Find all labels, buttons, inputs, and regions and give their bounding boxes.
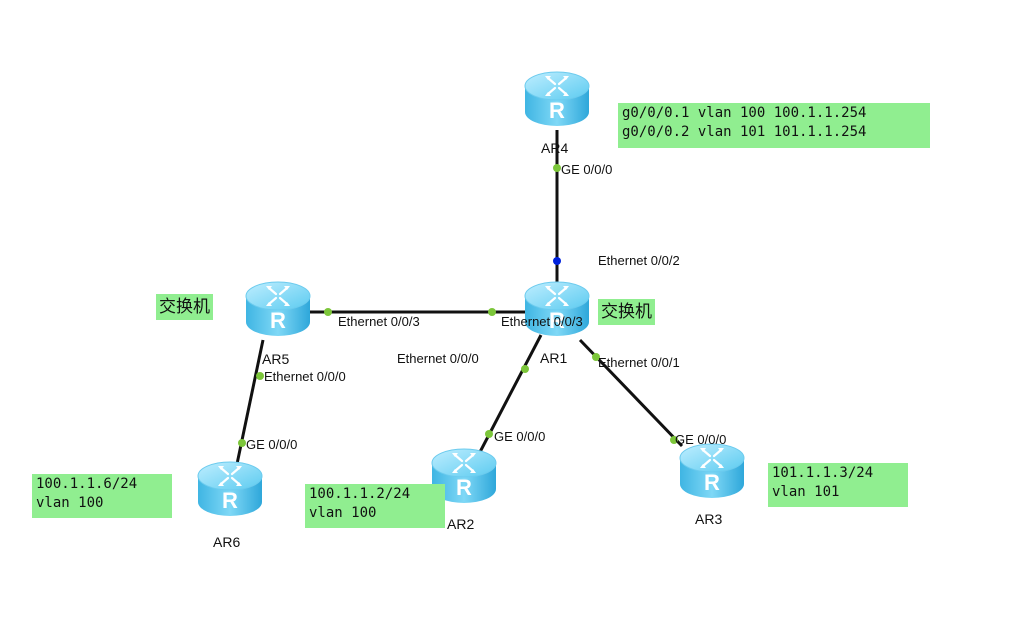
- port-dot-ar1-e0[interactable]: [521, 365, 529, 373]
- port-label-ar5-e3: Ethernet 0/0/3: [338, 314, 420, 329]
- device-label-ar4: AR4: [541, 140, 569, 156]
- port-label-ar6-ge: GE 0/0/0: [246, 437, 298, 452]
- port-dot-ar4-ge[interactable]: [553, 164, 561, 172]
- note-ar3-address: 101.1.1.3/24 vlan 101: [768, 463, 908, 507]
- port-dot-ar1-e2[interactable]: [553, 257, 561, 265]
- port-label-ar3-ge: GE 0/0/0: [675, 432, 727, 447]
- port-dot-ar1-e1[interactable]: [592, 353, 600, 361]
- port-dot-ar1-e3[interactable]: [488, 308, 496, 316]
- port-dot-ar5-e3[interactable]: [324, 308, 332, 316]
- tag-ar1-switch: 交换机: [598, 299, 655, 325]
- note-line: vlan 100: [309, 505, 377, 521]
- port-label-ar1-e3: Ethernet 0/0/3: [501, 314, 583, 329]
- router-icon-ar3[interactable]: [677, 440, 747, 502]
- router-icon-ar6[interactable]: [195, 458, 265, 520]
- device-label-ar1: AR1: [540, 350, 568, 366]
- device-label-ar6: AR6: [213, 534, 241, 550]
- note-line: 101.1.1.3/24: [772, 465, 874, 481]
- note-line: vlan 100: [36, 495, 104, 511]
- port-label-ar1-e1: Ethernet 0/0/1: [598, 355, 680, 370]
- note-line: vlan 101: [772, 484, 840, 500]
- router-icon-ar5[interactable]: [243, 278, 313, 340]
- note-line: 100.1.1.6/24: [36, 476, 138, 492]
- port-label-ar1-e0: Ethernet 0/0/0: [397, 351, 479, 366]
- note-line: g0/0/0.1 vlan 100 100.1.1.254: [622, 105, 867, 121]
- port-label-ar5-e0: Ethernet 0/0/0: [264, 369, 346, 384]
- port-dot-ar5-e0[interactable]: [256, 372, 264, 380]
- note-ar6-address: 100.1.1.6/24 vlan 100: [32, 474, 172, 518]
- device-label-ar3: AR3: [695, 511, 723, 527]
- port-dot-ar6-ge[interactable]: [238, 439, 246, 447]
- port-label-ar4-ge: GE 0/0/0: [561, 162, 613, 177]
- router-icon-ar1[interactable]: [522, 278, 592, 340]
- device-label-ar2: AR2: [447, 516, 475, 532]
- port-label-ar1-e2: Ethernet 0/0/2: [598, 253, 680, 268]
- tag-ar5-switch: 交换机: [156, 294, 213, 320]
- note-line: 100.1.1.2/24: [309, 486, 411, 502]
- port-label-ar2-ge: GE 0/0/0: [494, 429, 546, 444]
- port-dot-ar2-ge[interactable]: [485, 430, 493, 438]
- router-icon-ar4[interactable]: [522, 68, 592, 130]
- port-dot-ar3-ge[interactable]: [670, 436, 678, 444]
- note-ar4-subinterfaces: g0/0/0.1 vlan 100 100.1.1.254 g0/0/0.2 v…: [618, 103, 930, 148]
- note-line: g0/0/0.2 vlan 101 101.1.1.254: [622, 124, 867, 140]
- note-ar2-address: 100.1.1.2/24 vlan 100: [305, 484, 445, 528]
- device-label-ar5: AR5: [262, 351, 290, 367]
